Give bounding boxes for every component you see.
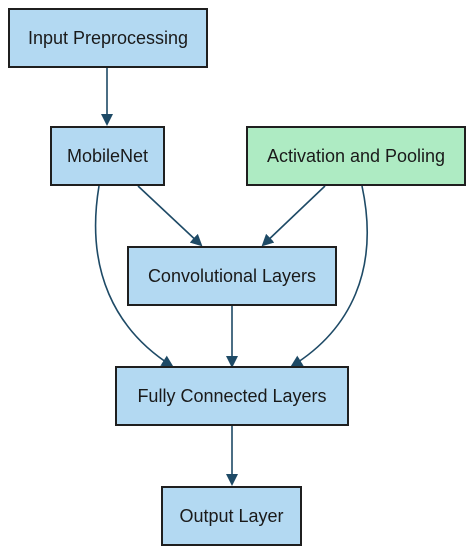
edge-mobilenet-to-convolutional — [137, 185, 203, 247]
edge-activation-to-fully-connected — [290, 185, 368, 368]
node-output-layer: Output Layer — [161, 486, 302, 546]
node-convolutional-layers: Convolutional Layers — [127, 246, 337, 306]
node-label: Fully Connected Layers — [137, 385, 327, 406]
node-label: Input Preprocessing — [27, 27, 189, 48]
node-activation-and-pooling: Activation and Pooling — [246, 126, 466, 186]
node-input-preprocessing: Input Preprocessing — [8, 8, 208, 68]
edge-mobilenet-to-fully-connected — [94, 185, 174, 368]
edge-activation-to-convolutional — [261, 185, 326, 247]
node-label: MobileNet — [66, 145, 149, 166]
node-mobilenet: MobileNet — [50, 126, 165, 186]
node-label: Activation and Pooling — [266, 145, 446, 166]
node-label: Convolutional Layers — [147, 265, 317, 286]
node-label: Output Layer — [179, 505, 284, 526]
node-fully-connected-layers: Fully Connected Layers — [115, 366, 349, 426]
